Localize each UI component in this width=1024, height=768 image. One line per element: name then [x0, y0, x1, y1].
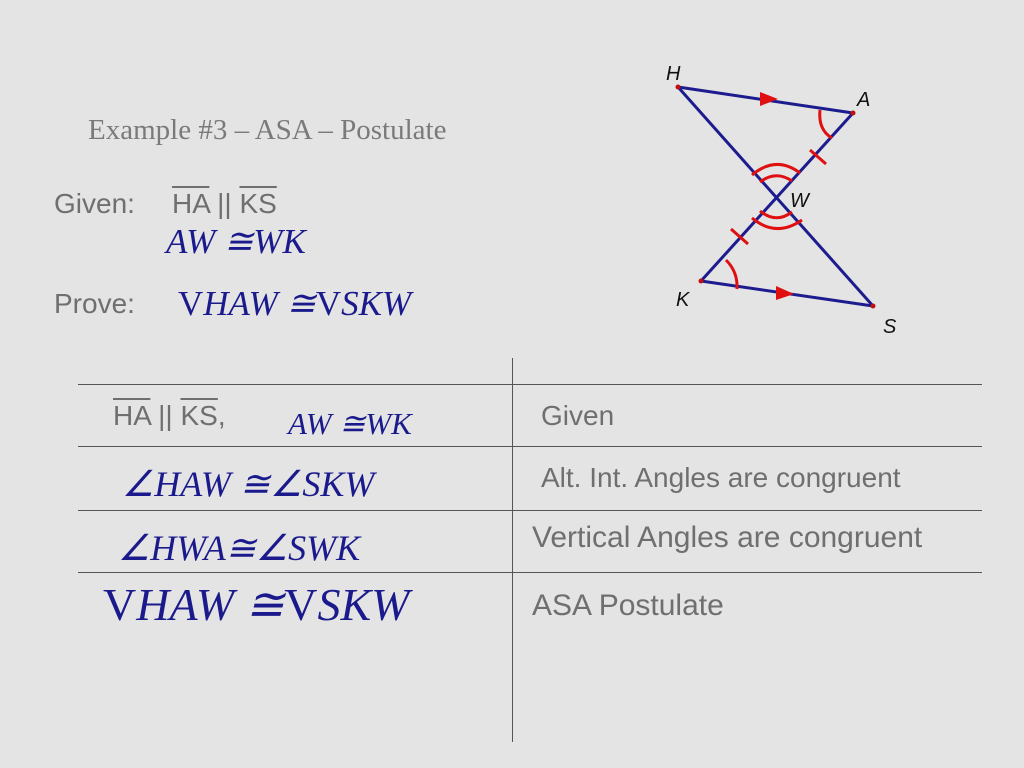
congruence-marks [724, 109, 833, 290]
segment-ak-line [699, 111, 855, 283]
table-row-2-statement: ∠HAW ≅∠SKW [122, 464, 375, 504]
table-row-1-reason: Given [541, 400, 615, 431]
vertex-dots [675, 84, 876, 309]
angle-a-arc [818, 109, 833, 140]
table-row-divider [78, 446, 982, 447]
angle-k-arc [724, 258, 739, 290]
point-label-w: W [790, 190, 811, 212]
table-column-divider [512, 358, 513, 742]
given-congruence: AW ≅WK [166, 222, 306, 261]
angle-hwa-arc-outer [751, 163, 801, 177]
triangle-symbol: V [315, 284, 342, 323]
angle-swk-arc-inner [759, 209, 793, 220]
page-title: Example #3 – ASA – Postulate [88, 114, 447, 146]
table-row-2-reason: Alt. Int. Angles are congruent [541, 462, 901, 493]
angle-swk-arc-outer [751, 216, 803, 230]
table-row-4-reason: ASA Postulate [532, 589, 724, 622]
prove-statement: VHAW ≅VSKW [178, 284, 412, 323]
angle-hwa-arc-inner [759, 174, 793, 184]
diagram-lines [676, 85, 875, 308]
point-label-a: A [856, 89, 870, 111]
segment-ks: KS [239, 188, 277, 219]
tick-wk [730, 227, 749, 246]
table-row-4-statement: VHAW ≅VSKW [103, 579, 410, 630]
table-row-1-statement-text: HA || KS, [113, 400, 226, 431]
table-row-3-statement: ∠HWA≅∠SWK [118, 528, 361, 568]
given-parallel-segments: HA || KS [172, 188, 277, 219]
triangle-diagram: H A W K S [666, 63, 897, 338]
parallel-arrow-ha [760, 92, 778, 106]
tick-aw [809, 148, 827, 166]
point-label-h: H [666, 63, 681, 85]
triangle-symbol: V [103, 579, 137, 630]
table-row-1-statement-math: AW ≅WK [288, 406, 412, 441]
triangle-symbol: V [284, 579, 318, 630]
given-label: Given: [54, 188, 135, 219]
table-row-divider [78, 572, 982, 573]
segment-ha: HA [172, 188, 210, 219]
parallel-arrow-ks [776, 286, 794, 300]
triangle-symbol: V [178, 284, 204, 323]
prove-label: Prove: [54, 288, 135, 319]
table-row-divider [78, 510, 982, 511]
table-row-3-reason: Vertical Angles are congruent [532, 521, 923, 554]
point-label-k: K [676, 289, 691, 311]
table-top-rule [78, 384, 982, 385]
point-label-s: S [883, 316, 897, 338]
